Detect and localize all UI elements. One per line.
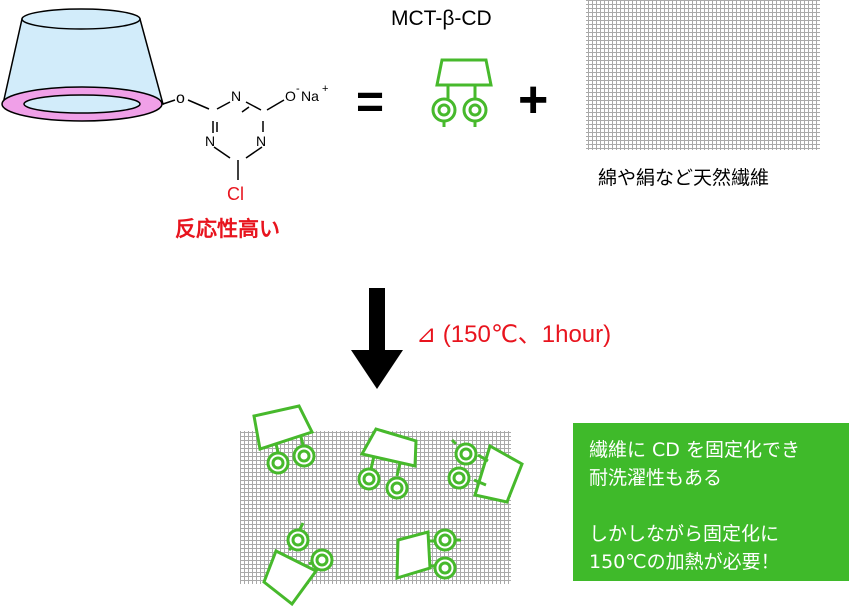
oxygen-link-label: o xyxy=(176,90,185,107)
attached-cd-icon-4 xyxy=(262,522,334,607)
attached-cd-icon-1 xyxy=(252,404,316,475)
cation-charge-label: + xyxy=(322,83,328,95)
chlorine-label: Cl xyxy=(227,184,244,204)
note-line-2: 耐洗濯性もある xyxy=(589,467,723,489)
oxygen-anion-label: O xyxy=(285,88,296,104)
sodium-label: Na xyxy=(301,88,319,104)
reactivity-label: 反応性高い xyxy=(175,217,280,241)
fiber-caption: 綿や絹など天然繊維 xyxy=(598,167,769,189)
cyclodextrin-cup-icon xyxy=(1,8,164,122)
nitrogen-top-label: N xyxy=(231,88,241,104)
attached-cd-icon-2 xyxy=(357,427,418,500)
attached-cd-icon-3 xyxy=(447,438,524,504)
triazine-structure: o N N N O - Na + Cl xyxy=(162,83,328,204)
fabric-mesh-icon xyxy=(586,0,820,150)
anion-charge-label: - xyxy=(296,83,300,95)
note-line-3: しかしながら固定化に xyxy=(589,523,780,545)
nitrogen-left-label: N xyxy=(205,133,215,149)
equals-sign: = xyxy=(356,76,384,129)
reaction-condition: ⊿ (150℃、1hour) xyxy=(416,321,611,348)
note-box: 繊維に CD を固定化でき 耐洗濯性もある しかしながら固定化に 150℃の加熱… xyxy=(573,423,849,581)
note-line-4: 150℃の加熱が必要！ xyxy=(589,551,780,573)
compound-title: MCT-β-CD xyxy=(391,7,492,30)
nitrogen-right-label: N xyxy=(256,133,266,149)
cd-symbol-icon xyxy=(431,58,493,127)
down-arrow-icon xyxy=(351,288,403,389)
note-line-1: 繊維に CD を固定化でき xyxy=(589,439,800,461)
plus-sign: + xyxy=(518,71,548,129)
attached-cd-icon-5 xyxy=(395,528,461,581)
